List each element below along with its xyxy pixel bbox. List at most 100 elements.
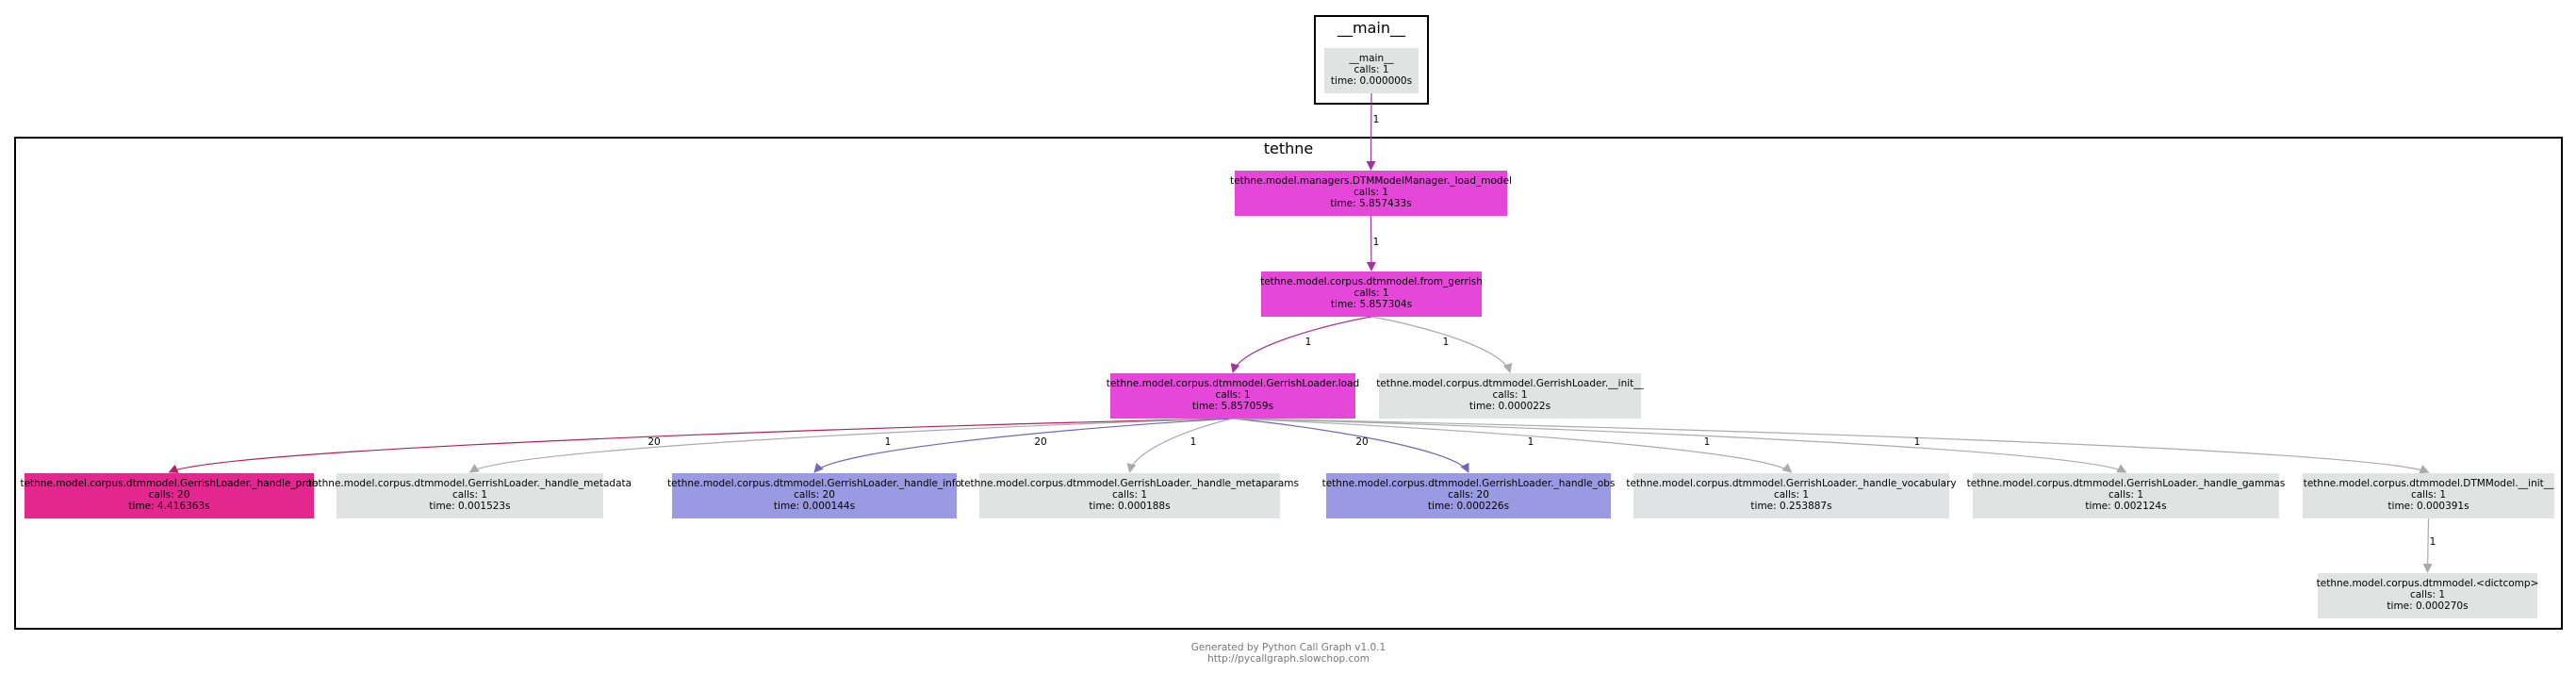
node-time: time: 5.857433s — [1330, 198, 1411, 209]
edge-label-from_gerrish-to-gl_load: 1 — [1305, 337, 1312, 348]
edge-label-gl_load-to-h_prob: 20 — [648, 436, 660, 448]
node-name: tethne.model.corpus.dtmmodel.from_gerris… — [1260, 276, 1483, 288]
node-box — [1633, 473, 1949, 518]
node-h-info[interactable]: tethne.model.corpus.dtmmodel.GerrishLoad… — [667, 473, 961, 518]
edge-gl_load-to-h_info — [813, 418, 1234, 473]
node-box — [1235, 171, 1507, 216]
footer-url: http://pycallgraph.slowchop.com — [1207, 653, 1370, 665]
edge-main-to-load_model — [1366, 92, 1376, 171]
node-name: tethne.model.corpus.dtmmodel.<dictcomp> — [2317, 578, 2539, 589]
edge-load_model-to-from_gerrish — [1366, 215, 1376, 271]
node-time: time: 0.000000s — [1331, 75, 1412, 87]
node-time: time: 5.857304s — [1331, 299, 1412, 310]
node-name: tethne.model.corpus.dtmmodel.GerrishLoad… — [1376, 378, 1644, 389]
node-box — [979, 473, 1280, 518]
cluster-main-label: __main__ — [1337, 19, 1406, 38]
node-calls: calls: 1 — [2108, 489, 2143, 501]
node-load-model[interactable]: tethne.model.managers.DTMModelManager._l… — [1230, 171, 1512, 216]
node-calls: calls: 1 — [1492, 389, 1527, 401]
node-dictcomp[interactable]: tethne.model.corpus.dtmmodel.<dictcomp>c… — [2317, 573, 2539, 618]
edge-label-from_gerrish-to-gl_init: 1 — [1443, 337, 1450, 348]
node-time: time: 4.416363s — [128, 501, 209, 512]
cluster-tethne-label: tethne — [1264, 140, 1314, 157]
node-box — [2318, 573, 2537, 618]
node-from-gerrish[interactable]: tethne.model.corpus.dtmmodel.from_gerris… — [1260, 271, 1483, 317]
node-h-obs[interactable]: tethne.model.corpus.dtmmodel.GerrishLoad… — [1322, 473, 1616, 518]
edge-gl_load-to-h_vocabulary — [1232, 418, 1793, 473]
node-time: time: 0.253887s — [1750, 501, 1831, 512]
node-box — [2303, 473, 2554, 518]
node-name: tethne.model.corpus.dtmmodel.GerrishLoad… — [308, 478, 632, 489]
node-time: time: 5.857059s — [1192, 401, 1273, 412]
edge-label-dtm_init-to-dictcomp: 1 — [2430, 536, 2437, 548]
node-time: time: 0.001523s — [429, 501, 510, 512]
node-calls: calls: 1 — [2411, 489, 2446, 501]
node-name: tethne.model.corpus.dtmmodel.GerrishLoad… — [1107, 378, 1359, 389]
edges-layer: 1 1 1 1 20 1 20 1 20 1 1 1 1 — [168, 92, 2437, 573]
edge-label-load_model-to-from_gerrish: 1 — [1373, 237, 1380, 248]
node-calls: calls: 1 — [1774, 489, 1809, 501]
edge-label-gl_load-to-h_obs: 20 — [1355, 436, 1368, 448]
node-calls: calls: 1 — [452, 489, 487, 501]
node-box — [1324, 48, 1419, 93]
edge-from_gerrish-to-gl_load — [1230, 316, 1372, 373]
edge-gl_load-to-h_obs — [1232, 418, 1469, 473]
node-h-gammas[interactable]: tethne.model.corpus.dtmmodel.GerrishLoad… — [1967, 473, 2286, 518]
node-gl-load[interactable]: tethne.model.corpus.dtmmodel.GerrishLoad… — [1107, 373, 1359, 419]
edge-gl_load-to-h_metaparams — [1126, 418, 1234, 473]
node-box — [336, 473, 603, 518]
node-time: time: 0.000391s — [2387, 501, 2469, 512]
node-calls: calls: 20 — [149, 489, 190, 501]
edge-label-gl_load-to-dtm_init: 1 — [1914, 436, 1921, 448]
node-h-metaparams[interactable]: tethne.model.corpus.dtmmodel.GerrishLoad… — [960, 473, 1299, 518]
node-calls: calls: 1 — [1354, 187, 1388, 198]
node-calls: calls: 1 — [2410, 589, 2445, 600]
node-time: time: 0.000022s — [1469, 401, 1551, 412]
edge-label-gl_load-to-h_gammas: 1 — [1704, 436, 1711, 448]
edge-gl_load-to-h_gammas — [1232, 418, 2127, 473]
edge-label-gl_load-to-h_vocabulary: 1 — [1528, 436, 1534, 448]
edge-gl_load-to-h_metadata — [468, 418, 1234, 473]
edge-label-main-to-load_model: 1 — [1373, 114, 1380, 125]
node-calls: calls: 20 — [794, 489, 835, 501]
node-h-prob[interactable]: tethne.model.corpus.dtmmodel.GerrishLoad… — [20, 473, 319, 518]
node-box — [1973, 473, 2279, 518]
node-h-metadata[interactable]: tethne.model.corpus.dtmmodel.GerrishLoad… — [308, 473, 632, 518]
node-calls: calls: 1 — [1354, 288, 1388, 299]
node-calls: calls: 20 — [1448, 489, 1489, 501]
node-box — [1110, 373, 1355, 419]
node-time: time: 0.002124s — [2085, 501, 2166, 512]
node-name: __main__ — [1348, 53, 1394, 64]
node-time: time: 0.000270s — [2387, 600, 2468, 612]
node-box — [1379, 373, 1641, 419]
node-time: time: 0.000188s — [1089, 501, 1170, 512]
node-name: tethne.model.corpus.dtmmodel.GerrishLoad… — [1626, 478, 1956, 489]
node-dtm-init[interactable]: tethne.model.corpus.dtmmodel.DTMModel.__… — [2303, 473, 2554, 518]
node-calls: calls: 1 — [1112, 489, 1147, 501]
edge-dtm_init-to-dictcomp — [2422, 518, 2433, 573]
node-box — [25, 473, 314, 518]
edge-from_gerrish-to-gl_init — [1370, 316, 1513, 373]
node-name: tethne.model.corpus.dtmmodel.GerrishLoad… — [1967, 478, 2286, 489]
node-gl-init[interactable]: tethne.model.corpus.dtmmodel.GerrishLoad… — [1376, 373, 1645, 419]
node-calls: calls: 1 — [1215, 389, 1250, 401]
node-box — [1261, 271, 1482, 317]
edge-label-gl_load-to-h_metaparams: 1 — [1190, 436, 1197, 448]
node-box — [1326, 473, 1611, 518]
edge-gl_load-to-h_prob — [168, 418, 1234, 473]
node-h-vocabulary[interactable]: tethne.model.corpus.dtmmodel.GerrishLoad… — [1626, 473, 1957, 518]
footer-generated-by: Generated by Python Call Graph v1.0.1 — [1191, 642, 1386, 653]
node-name: tethne.model.corpus.dtmmodel.GerrishLoad… — [667, 478, 961, 489]
node-name: tethne.model.corpus.dtmmodel.GerrishLoad… — [960, 478, 1299, 489]
edge-label-gl_load-to-h_metadata: 1 — [885, 436, 892, 448]
node-box — [672, 473, 957, 518]
edge-gl_load-to-dtm_init — [1232, 418, 2430, 474]
node-name: tethne.model.corpus.dtmmodel.DTMModel.__… — [2304, 478, 2554, 489]
node-name: tethne.model.managers.DTMModelManager._l… — [1230, 175, 1512, 187]
node-calls: calls: 1 — [1354, 64, 1388, 75]
edge-label-gl_load-to-h_info: 20 — [1034, 436, 1046, 448]
node-name: tethne.model.corpus.dtmmodel.GerrishLoad… — [20, 478, 318, 489]
